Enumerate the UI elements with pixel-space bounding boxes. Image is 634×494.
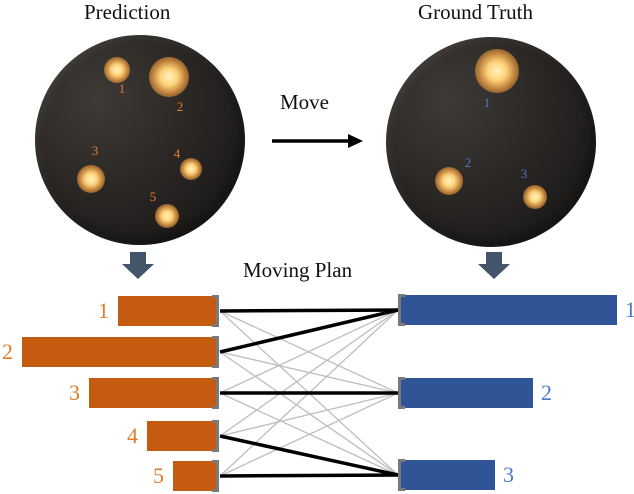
ground-truth-bar-connector xyxy=(398,459,405,491)
match-line xyxy=(219,473,399,478)
prediction-spot-label: 2 xyxy=(176,99,184,114)
ground-truth-light-spot xyxy=(435,167,463,195)
prediction-sphere xyxy=(35,35,245,245)
prediction-spot-label: 3 xyxy=(91,143,99,158)
candidate-line xyxy=(219,309,399,437)
ground-truth-title: Ground Truth xyxy=(418,0,533,24)
prediction-light-spot xyxy=(149,57,189,97)
prediction-light-spot xyxy=(180,158,202,180)
prediction-title: Prediction xyxy=(84,0,171,24)
prediction-spot-label: 4 xyxy=(173,146,181,161)
prediction-bar-label: 5 xyxy=(153,463,164,488)
candidate-line xyxy=(219,310,399,394)
ground-truth-bar-connector xyxy=(398,377,405,409)
prediction-bar xyxy=(173,461,218,491)
ground-truth-spot-label: 3 xyxy=(520,166,528,181)
move-label: Move xyxy=(280,90,329,114)
prediction-light-spot xyxy=(155,204,179,228)
ground-truth-light-spot xyxy=(523,185,547,209)
ground-truth-bar-label: 1 xyxy=(625,297,634,322)
ground-truth-spot-label: 2 xyxy=(464,155,472,170)
prediction-light-spot xyxy=(77,165,105,193)
prediction-spot-label: 1 xyxy=(118,81,126,96)
moving-plan-title: Moving Plan xyxy=(243,258,353,282)
prediction-bar xyxy=(22,337,218,367)
ground-truth-bar-label: 3 xyxy=(503,462,514,487)
ground-truth-bar-label: 2 xyxy=(541,380,552,405)
prediction-bar-label: 4 xyxy=(127,423,138,448)
prediction-spot-label: 5 xyxy=(149,189,157,204)
ground-truth-light-spot xyxy=(475,49,519,93)
prediction-bar xyxy=(118,296,218,326)
match-line xyxy=(219,308,399,313)
candidate-line xyxy=(219,309,399,394)
candidate-line xyxy=(219,392,399,477)
ground-truth-spot-label: 1 xyxy=(483,95,491,110)
prediction-bar-label: 2 xyxy=(2,339,13,364)
candidate-line xyxy=(219,351,399,394)
ground-truth-bar xyxy=(400,460,495,490)
ground-truth-bar xyxy=(400,295,617,325)
prediction-light-spot xyxy=(104,57,130,83)
prediction-bar-label: 3 xyxy=(69,380,80,405)
prediction-bar-label: 1 xyxy=(98,298,109,323)
candidate-line xyxy=(219,309,399,477)
candidate-line xyxy=(219,310,399,476)
match-line xyxy=(219,308,399,354)
ground-truth-bar xyxy=(400,378,533,408)
candidate-line xyxy=(219,392,399,476)
prediction-bar-connector xyxy=(212,295,219,327)
candidate-line xyxy=(219,351,399,476)
prediction-bar-connector xyxy=(212,336,219,368)
ground-truth-bar-connector xyxy=(398,294,405,326)
prediction-bar xyxy=(89,378,218,408)
prediction-bar-connector xyxy=(212,420,219,452)
prediction-bar-connector xyxy=(212,377,219,409)
prediction-bar-connector xyxy=(212,460,219,492)
candidate-line xyxy=(219,392,399,437)
prediction-bar xyxy=(147,421,218,451)
match-line xyxy=(219,434,399,477)
